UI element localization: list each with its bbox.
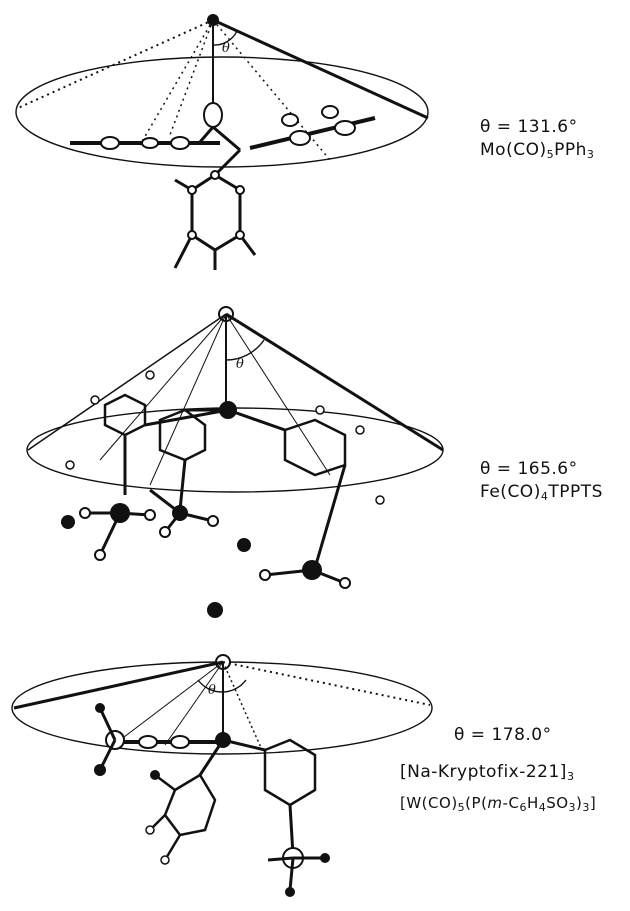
cone-edge-left xyxy=(17,19,214,109)
panel-fe-tppts: θ xyxy=(0,300,630,630)
sodium-ion xyxy=(237,538,251,552)
cone-edge-left xyxy=(27,313,227,451)
compound-formula-cation: [Na-Kryptofix-221]3 xyxy=(400,761,575,783)
panel-w-tppts: θ xyxy=(0,630,630,911)
cone-line xyxy=(169,19,214,136)
cone-angle-value: θ = 165.6° xyxy=(480,459,578,479)
panel-3-label: θ = 178.0° [Na-Kryptofix-221]3 [W(CO)5(P… xyxy=(400,724,596,816)
w-tppts-structure: θ xyxy=(11,654,433,897)
compound-formula-anion: [W(CO)5(P(m-C6H4SO3)3] xyxy=(400,793,597,814)
cone-edge-left xyxy=(13,660,224,710)
theta-symbol: θ xyxy=(222,41,230,56)
cone-edge-right xyxy=(225,312,444,452)
sodium-ion xyxy=(61,515,75,529)
panel-2-label: θ = 165.6° Fe(CO)4TPPTS xyxy=(480,458,603,505)
cone-edge-right xyxy=(212,18,429,120)
theta-arc xyxy=(197,679,247,693)
cone-line xyxy=(139,19,214,146)
cone-angle-value: θ = 131.6° xyxy=(480,117,578,137)
theta-arc xyxy=(212,30,238,46)
cone-base-ellipse xyxy=(26,407,444,493)
compound-formula: Mo(CO)5PPh3 xyxy=(480,139,595,161)
sodium-ion xyxy=(207,602,223,618)
theta-symbol: θ xyxy=(236,357,244,372)
cone-line xyxy=(212,19,331,161)
panel-1-label: θ = 131.6° Mo(CO)5PPh3 xyxy=(480,116,594,163)
panel-mo-pph3: θ xyxy=(0,0,630,300)
cone-angle-value: θ = 178.0° xyxy=(454,725,552,745)
fe-tppts-structure: θ xyxy=(26,306,444,618)
theta-arc xyxy=(225,339,265,361)
compound-formula: Fe(CO)4TPPTS xyxy=(480,481,603,503)
mo-pph3-structure: θ xyxy=(15,14,429,270)
theta-symbol: θ xyxy=(208,683,216,698)
